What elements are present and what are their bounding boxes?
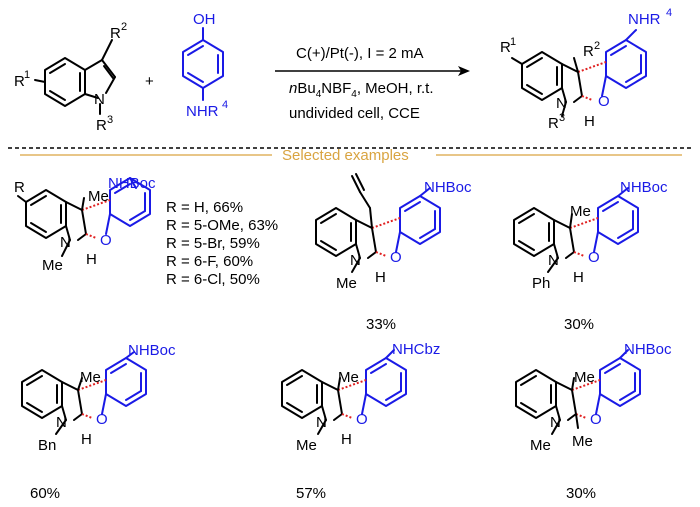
ex2-top-label: NHBoc: [424, 179, 472, 196]
condition-line-2-main: Bu: [297, 80, 315, 97]
indole-r1-label: R: [14, 73, 25, 90]
example-6: NHBoc Me N O Me Me 30%: [515, 341, 672, 502]
condition-line-1: C(+)/Pt(-), I = 2 mA: [296, 45, 424, 62]
ex1-me-label: Me: [88, 188, 109, 205]
ex6-yield: 30%: [566, 485, 596, 502]
ex4-o-label: O: [96, 411, 108, 428]
phenol-oh-label: OH: [193, 11, 216, 28]
ex3-o-label: O: [588, 249, 600, 266]
ex4-n-label: N: [56, 414, 67, 431]
product-structure: NHR 4 R 1 R 2 N O H R 3: [500, 7, 672, 132]
ex6-nsub-label: Me: [530, 437, 551, 454]
section-title: Selected examples: [282, 147, 409, 164]
example-5: NHCbz Me N O H Me 57%: [281, 341, 440, 502]
ex1-r-item: R = 6-Cl, 50%: [166, 271, 260, 288]
product-r3-sup: 3: [559, 112, 565, 124]
indole-r3-label: R: [96, 117, 107, 134]
condition-line-2-mid: NBF: [321, 80, 351, 97]
example-1: NHBoc R Me N O H Me R = H, 66% R = 5-OMe…: [14, 175, 278, 288]
ex5-n-label: N: [316, 414, 327, 431]
ex2-nsub-label: Me: [336, 275, 357, 292]
ex2-yield: 33%: [366, 316, 396, 333]
ex4-me-label: Me: [80, 369, 101, 386]
indole-r2-sup: 2: [121, 21, 127, 33]
ex6-me-label: Me: [574, 369, 595, 386]
product-r1-label: R: [500, 39, 511, 56]
ex3-h-label: H: [573, 269, 584, 286]
ex3-nsub-label: Ph: [532, 275, 550, 292]
plus-sign: +: [145, 73, 154, 90]
ex6-o-label: O: [590, 411, 602, 428]
ex5-o-label: O: [356, 411, 368, 428]
ex1-o-label: O: [100, 232, 112, 249]
indole-reactant: R 1 R 2 N R 3: [14, 21, 127, 134]
ex6-top-label: NHBoc: [624, 341, 672, 358]
ex1-top-label: NHBoc: [108, 175, 156, 192]
indole-r2-label: R: [110, 25, 121, 42]
ex1-r-item: R = 5-OMe, 63%: [166, 217, 278, 234]
ex1-h-label: H: [86, 251, 97, 268]
ex1-n-label: N: [60, 234, 71, 251]
ex5-h-label: H: [341, 431, 352, 448]
product-o-label: O: [598, 93, 610, 110]
condition-line-2-rest: , MeOH, r.t.: [357, 80, 434, 97]
ex1-r-item: R = H, 66%: [166, 199, 243, 216]
condition-line-3: undivided cell, CCE: [289, 105, 420, 122]
ex1-r-item: R = 5-Br, 59%: [166, 235, 260, 252]
ex1-r-list: R = H, 66% R = 5-OMe, 63% R = 5-Br, 59% …: [166, 199, 278, 288]
product-nhr-label: NHR: [628, 11, 661, 28]
ex5-yield: 57%: [296, 485, 326, 502]
ex4-nsub-label: Bn: [38, 437, 56, 454]
ex4-h-label: H: [81, 431, 92, 448]
ex3-yield: 30%: [564, 316, 594, 333]
indole-r3-sup: 3: [107, 114, 113, 126]
indole-r1-sup: 1: [24, 69, 30, 81]
product-n-label: N: [556, 95, 567, 112]
ex2-n-label: N: [350, 252, 361, 269]
ex3-me-label: Me: [570, 203, 591, 220]
product-h-label: H: [584, 113, 595, 130]
product-r1-sup: 1: [510, 36, 516, 48]
example-4: NHBoc Me N O H Bn 60%: [21, 342, 176, 502]
phenol-nh-label: NHR: [186, 103, 219, 120]
ex3-n-label: N: [548, 252, 559, 269]
product-r2-sup: 2: [594, 40, 600, 52]
ex1-nsub-label: Me: [42, 257, 63, 274]
ex2-o-label: O: [390, 249, 402, 266]
ex5-nsub-label: Me: [296, 437, 317, 454]
ex4-top-label: NHBoc: [128, 342, 176, 359]
aminophenol-reactant: OH NHR 4: [182, 11, 228, 120]
condition-line-2-prefix: n: [289, 80, 297, 97]
product-r2-label: R: [583, 43, 594, 60]
ex2-h-label: H: [375, 269, 386, 286]
product-nhr-sup: 4: [666, 7, 672, 19]
indole-n-label: N: [94, 91, 105, 108]
example-3: NHBoc Me N O H Ph 30%: [513, 179, 668, 333]
phenol-nh-sup: 4: [222, 99, 228, 111]
reaction-arrow: [275, 66, 470, 76]
ex6-h-label: Me: [572, 433, 593, 450]
ex1-r-label: R: [14, 179, 25, 196]
ex6-n-label: N: [550, 414, 561, 431]
example-2: NHBoc N O H Me 33%: [315, 173, 472, 333]
ex5-top-label: NHCbz: [392, 341, 440, 358]
ex3-top-label: NHBoc: [620, 179, 668, 196]
condition-line-2: nBu4NBF4, MeOH, r.t.: [289, 80, 434, 100]
condition-line-2-sub1: 4: [316, 89, 322, 100]
ex1-r-item: R = 6-F, 60%: [166, 253, 253, 270]
ex4-yield: 60%: [30, 485, 60, 502]
product-r3-label: R: [548, 115, 559, 132]
condition-line-2-sub2: 4: [351, 89, 357, 100]
ex5-me-label: Me: [338, 369, 359, 386]
